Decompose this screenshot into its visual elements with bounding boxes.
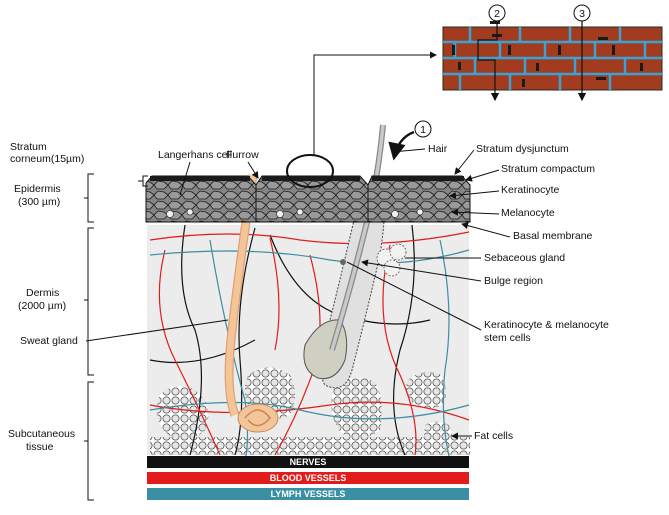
hair-follicle [303, 124, 407, 389]
nerves-band [147, 456, 469, 468]
bulge-region-marker [340, 259, 346, 265]
leader-sweat-gland [85, 319, 229, 342]
epidermis-blocks [145, 175, 471, 223]
label-basal-membrane: Basal membrane [513, 230, 593, 242]
zoom-circle [286, 154, 334, 188]
mortar-lines [443, 27, 662, 90]
label-keratinocyte: Keratinocyte [501, 184, 560, 196]
leader-bulge-region [361, 259, 482, 282]
penetration-arrow [388, 130, 415, 161]
fat-cluster [156, 386, 209, 439]
lymph-vessels-band-label: LYMPH VESSELS [271, 489, 346, 499]
label-langerhans: Langerhans cell [158, 149, 232, 161]
leader-furrow [247, 161, 259, 179]
epidermis-block [145, 175, 257, 223]
lymph-vessel-lines [149, 239, 470, 461]
epidermis-block [255, 175, 369, 223]
label-subcutaneous: Subcutaneous tissue [8, 428, 78, 453]
label-stem-cells: Keratinocyte & melanocyte stem cells [484, 319, 612, 344]
marker-3: 3 [579, 8, 585, 20]
label-bulge-region: Bulge region [484, 275, 543, 287]
sweat-gland-coil [237, 403, 279, 433]
leader-stem-cells [346, 261, 482, 331]
label-epidermis: Epidermis (300 µm) [14, 183, 64, 208]
fat-cluster [331, 377, 382, 439]
brick-mortar-inset: 2 3 [442, 4, 663, 102]
label-dermis: Dermis (2000 µm) [18, 287, 66, 312]
label-melanocyte: Melanocyte [501, 207, 555, 219]
nerves-band-label: NERVES [290, 457, 327, 467]
fat-cluster [150, 437, 470, 455]
lymph-vessels-band [147, 488, 469, 500]
layer-braces [84, 173, 148, 501]
label-furrow: Furrow [226, 149, 259, 161]
stratum-corneum-layer [372, 176, 464, 181]
leader-hair [391, 148, 426, 153]
stratum-corneum-layer [150, 176, 250, 181]
brace-dermis [84, 227, 94, 376]
leader-keratinocyte [449, 190, 500, 199]
leader-langerhans [179, 161, 191, 196]
marker-2-circle [488, 4, 506, 22]
stratum-corneum-layer [262, 176, 360, 181]
melanocytes [166, 208, 424, 218]
leader-melanocyte [451, 208, 500, 216]
pathway-2 [477, 21, 500, 102]
fat-cluster [406, 372, 447, 408]
marker-1-circle [414, 120, 432, 138]
zoom-connector [313, 51, 437, 156]
label-stratum-dysjunctum: Stratum dysjunctum [476, 143, 569, 155]
blood-vessels-band [147, 472, 469, 484]
label-stratum-compactum: Stratum compactum [501, 163, 595, 175]
blood-vessel-lines [149, 231, 470, 456]
label-hair: Hair [428, 143, 448, 155]
leader-basal-membrane [461, 222, 511, 238]
brace-stratum-corneum [138, 175, 148, 187]
marker-2: 2 [494, 8, 500, 20]
label-fat-cells: Fat cells [474, 430, 513, 442]
blood-vessels-band-label: BLOOD VESSELS [270, 473, 347, 483]
marker-1: 1 [420, 124, 426, 136]
brace-epidermis [84, 173, 94, 223]
leader-stratum-dysjunctum [454, 149, 475, 175]
brace-subcutaneous [84, 381, 94, 501]
leader-stratum-compactum [465, 169, 500, 182]
sebaceous-gland [376, 243, 407, 277]
label-stratum-corneum: Stratum corneum(15µm) [10, 141, 84, 165]
marker-3-circle [573, 4, 591, 22]
lipid-marks [452, 21, 643, 87]
label-sebaceous-gland: Sebaceous gland [484, 252, 565, 264]
label-sweat-gland: Sweat gland [20, 335, 78, 347]
hair-shaft-inner [330, 124, 385, 351]
